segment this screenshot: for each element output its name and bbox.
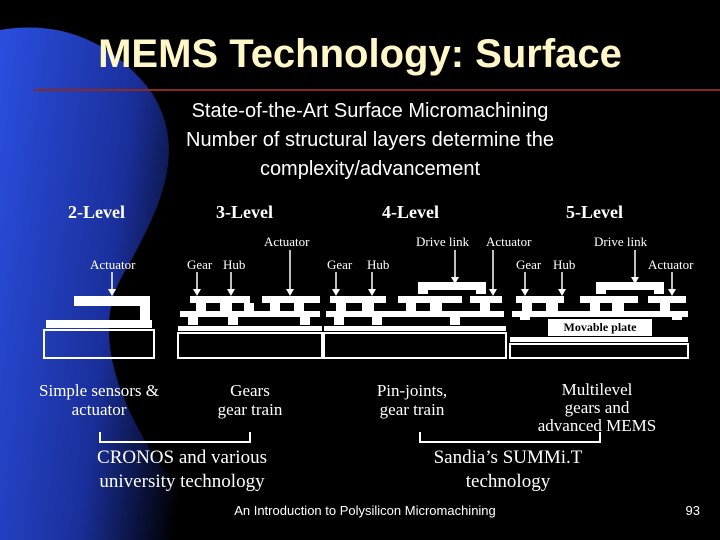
level-5-heading: 5-Level xyxy=(566,202,623,222)
group-label-sandia-line-1: Sandia’s SUMMi.T xyxy=(433,447,583,468)
caption-2-level: Simple sensors & actuator xyxy=(24,381,174,419)
caption-2-level-line-2: actuator xyxy=(71,400,127,419)
subtitle-line-1: State-of-the-Art Surface Micromachining xyxy=(191,100,549,122)
movable-plate-label: Movable plate xyxy=(548,319,652,336)
caption-5-level: Multilevel gears and advanced MEMS xyxy=(527,381,667,435)
label-drivelink-5level: Drive link xyxy=(594,234,648,249)
section-3-level xyxy=(177,296,323,359)
level-4-heading: 4-Level xyxy=(382,202,439,222)
label-gear-5level: Gear xyxy=(516,257,542,272)
caption-3-level-line-1: Gears xyxy=(230,381,270,400)
caption-3-level: Gears gear train xyxy=(190,381,310,419)
group-brackets xyxy=(99,432,601,443)
label-actuator-3level: Actuator xyxy=(264,234,310,249)
subtitle-line-3: complexity/advancement xyxy=(259,158,481,180)
label-gear-4level: Gear xyxy=(327,257,353,272)
caption-2-level-line-1: Simple sensors & xyxy=(39,381,159,400)
label-hub-5level: Hub xyxy=(553,257,576,272)
label-hub-4level: Hub xyxy=(367,257,390,272)
slide-title: MEMS Technology: Surface xyxy=(98,32,622,76)
section-5-level xyxy=(509,282,689,359)
label-actuator-2level: Actuator xyxy=(90,257,136,272)
subtitle-line-2: Number of structural layers determine th… xyxy=(186,129,554,151)
caption-5-level-line-1: Multilevel xyxy=(561,380,633,399)
label-actuator-5level-top: Actuator xyxy=(486,234,532,249)
group-label-cronos-line-1: CRONOS and various xyxy=(97,447,267,468)
group-label-sandia: Sandia’s SUMMi.T technology xyxy=(408,446,608,494)
caption-3-level-line-2: gear train xyxy=(217,400,283,419)
group-label-sandia-line-2: technology xyxy=(465,471,551,492)
caption-5-level-line-2: gears and xyxy=(564,398,630,417)
caption-5-level-line-3: advanced MEMS xyxy=(537,416,657,435)
label-actuator-5level-right: Actuator xyxy=(648,257,694,272)
pointer-arrows xyxy=(108,250,676,296)
level-3-heading: 3-Level xyxy=(216,202,273,222)
section-2-level xyxy=(43,296,155,359)
caption-4-level-line-1: Pin-joints, xyxy=(376,381,448,400)
label-hub-3level: Hub xyxy=(223,257,246,272)
label-drivelink-4level: Drive link xyxy=(416,234,470,249)
label-gear-3level: Gear xyxy=(187,257,213,272)
caption-4-level-line-2: gear train xyxy=(379,400,445,419)
title-divider xyxy=(34,89,720,91)
level-2-heading: 2-Level xyxy=(68,202,125,222)
caption-4-level: Pin-joints, gear train xyxy=(352,381,472,419)
footer-text: An Introduction to Polysilicon Micromach… xyxy=(234,503,496,518)
section-4-level xyxy=(323,282,507,359)
page-number: 93 xyxy=(685,503,700,518)
group-label-cronos-line-2: university technology xyxy=(99,471,265,492)
group-label-cronos: CRONOS and various university technology xyxy=(72,446,292,494)
